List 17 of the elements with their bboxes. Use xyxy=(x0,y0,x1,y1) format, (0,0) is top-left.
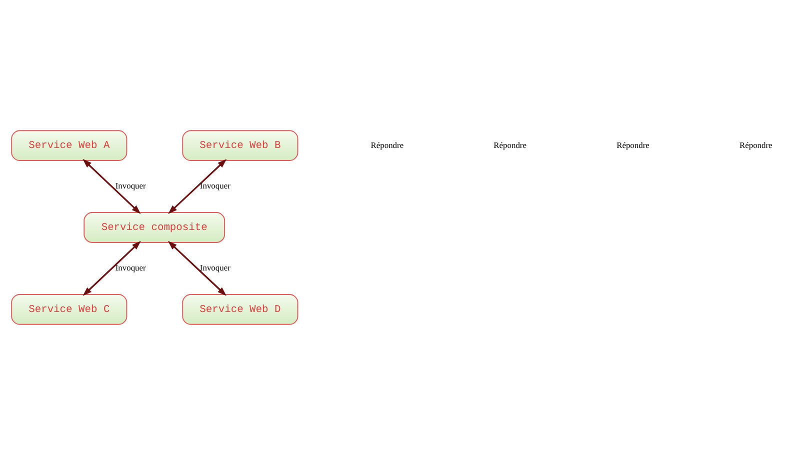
node-box: Service Web A xyxy=(11,130,128,161)
arrow xyxy=(168,158,227,214)
label: Répondre xyxy=(616,140,650,150)
label: Répondre xyxy=(370,140,404,150)
edge-label: Invoquer xyxy=(115,262,146,273)
arrow xyxy=(82,240,141,296)
label: Répondre xyxy=(739,140,772,150)
node-box: Service Web C xyxy=(11,294,128,325)
edge-label: Invoquer xyxy=(115,180,146,191)
node-box: Service composite xyxy=(84,212,226,243)
arrow xyxy=(82,158,141,214)
arrow xyxy=(168,240,226,296)
node-box: Service Web B xyxy=(182,130,298,161)
edge-label: Invoquer xyxy=(200,180,230,191)
edge-label: Invoquer xyxy=(200,262,230,273)
label: Répondre xyxy=(494,140,526,150)
node-box: Service Web D xyxy=(182,294,298,325)
